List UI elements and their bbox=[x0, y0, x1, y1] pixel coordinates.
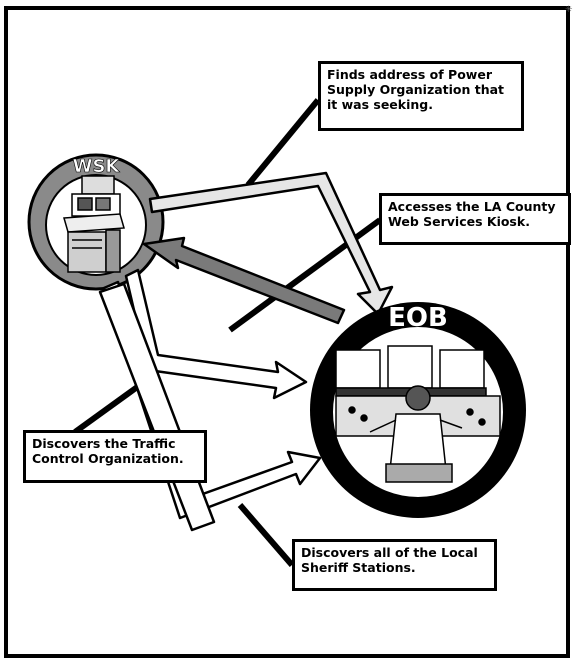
callout-line: Discovers the Traffic bbox=[32, 436, 176, 451]
callout-line: Accesses the LA County bbox=[388, 199, 556, 214]
callout-line: Supply Organization that bbox=[327, 82, 505, 97]
callout-line: Discovers all of the Local bbox=[301, 545, 478, 560]
arrow-eob-to-wsk bbox=[142, 236, 346, 325]
connector-sheriff bbox=[237, 503, 295, 567]
callout-traffic: Discovers the Traffic Control Organizati… bbox=[23, 430, 207, 483]
callout-line: Sheriff Stations. bbox=[301, 560, 416, 575]
arrow-wsk-to-eob-top bbox=[148, 171, 394, 316]
callout-line: it was seeking. bbox=[327, 97, 433, 112]
eob-badge: EOB bbox=[310, 302, 526, 518]
connector-power bbox=[245, 98, 321, 187]
callout-line: Finds address of Power bbox=[327, 67, 492, 82]
operator-console-icon bbox=[335, 345, 501, 483]
callout-line: Web Services Kiosk. bbox=[388, 214, 530, 229]
callout-kiosk: Accesses the LA County Web Services Kios… bbox=[379, 193, 571, 245]
callout-sheriff: Discovers all of the Local Sheriff Stati… bbox=[292, 539, 497, 591]
wsk-label: WSK bbox=[73, 156, 121, 177]
callout-power-supply: Finds address of Power Supply Organizati… bbox=[318, 61, 524, 131]
corner-mark-icon: ✳ bbox=[565, 5, 573, 15]
connector-traffic bbox=[73, 382, 142, 435]
callout-line: Control Organization. bbox=[32, 451, 184, 466]
kiosk-icon bbox=[63, 175, 125, 273]
wsk-badge: WSK bbox=[27, 153, 165, 291]
eob-label: EOB bbox=[388, 303, 448, 333]
